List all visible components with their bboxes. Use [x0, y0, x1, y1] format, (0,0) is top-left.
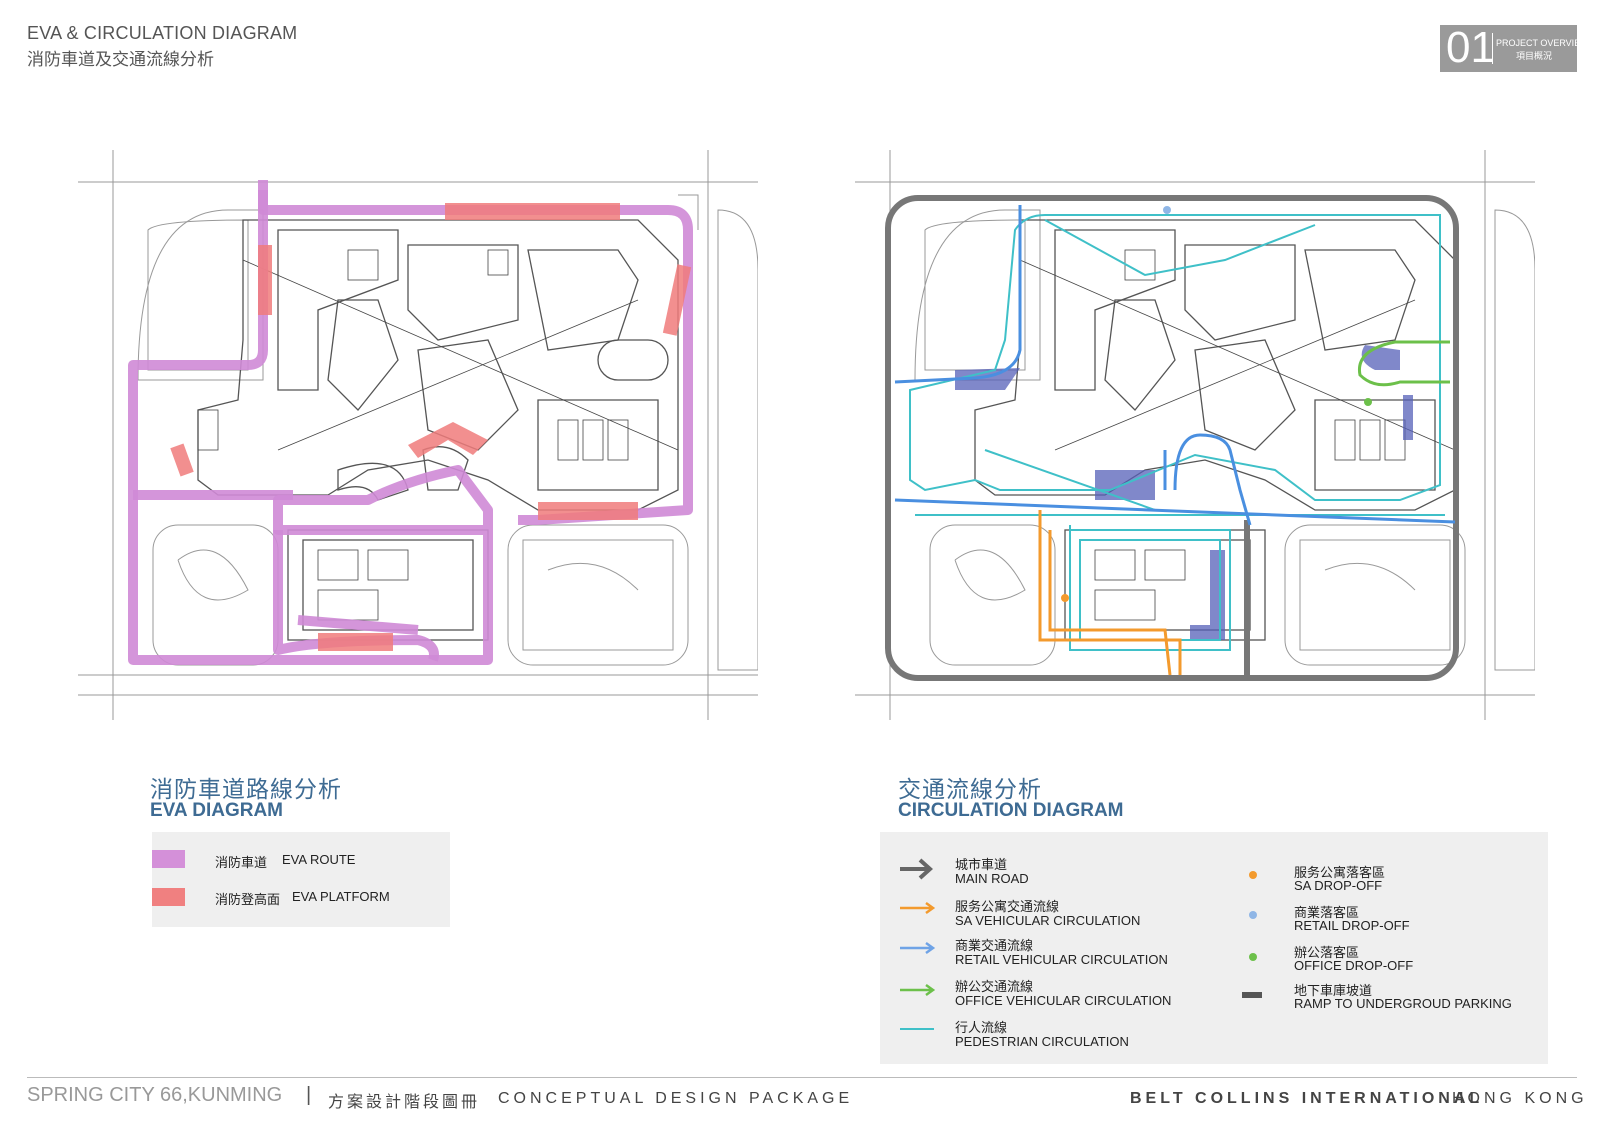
office-dropoff-label-en: OFFICE DROP-OFF	[1294, 958, 1414, 973]
office-circulation-label-en: OFFICE VEHICULAR CIRCULATION	[955, 993, 1172, 1008]
office-circulation-label-cn: 辦公交通流線	[955, 979, 1034, 994]
main-road-label-en: MAIN ROAD	[955, 871, 1029, 886]
circulation-site-plan	[855, 150, 1535, 720]
retail-circulation-label-cn: 商業交通流線	[955, 938, 1034, 953]
circulation-legend: 城市車道 MAIN ROAD 服务公寓交通流線 SA VEHICULAR CIR…	[880, 832, 1548, 1064]
sa-circulation-arrow-icon	[900, 901, 936, 915]
eva-route-label-en: EVA ROUTE	[282, 852, 356, 867]
main-road-thick-arrow-icon	[900, 858, 933, 880]
section-badge: 01 PROJECT OVERVIEW 項目概況	[1440, 23, 1589, 72]
main-road-label-cn: 城市車道	[955, 857, 1008, 872]
retail-dropoff-label-en: RETAIL DROP-OFF	[1294, 918, 1410, 933]
pedestrian-label-en: PEDESTRIAN CIRCULATION	[955, 1034, 1129, 1049]
badge-label-en: PROJECT OVERVIEW	[1496, 38, 1589, 48]
footer-package-en: CONCEPTUAL DESIGN PACKAGE	[498, 1090, 854, 1107]
page-title: EVA & CIRCULATION DIAGRAM	[27, 23, 298, 43]
office-circulation-arrow-icon	[900, 983, 936, 997]
sa-dropoff-label-cn: 服务公寓落客區	[1294, 865, 1386, 880]
circulation-title-en: CIRCULATION DIAGRAM	[898, 800, 1124, 821]
eva-site-plan	[78, 150, 758, 720]
page-subtitle: 消防車道及交通流線分析	[27, 50, 214, 69]
badge-divider	[1492, 33, 1493, 64]
badge-label-cn: 項目概況	[1516, 51, 1553, 61]
sa-dropoff-dot-icon	[1249, 871, 1257, 879]
ramp-bar-icon	[1242, 992, 1262, 998]
footer-project-name: SPRING CITY 66,KUNMING	[27, 1084, 283, 1106]
sa-circulation-label-en: SA VEHICULAR CIRCULATION	[955, 913, 1141, 928]
footer-company: BELT COLLINS INTERNATIONAL	[1130, 1090, 1484, 1107]
retail-circulation-label-en: RETAIL VEHICULAR CIRCULATION	[955, 952, 1168, 967]
sa-dropoff-label-en: SA DROP-OFF	[1294, 878, 1383, 893]
footer-divider	[27, 1077, 1577, 1078]
eva-route-label-cn: 消防車道	[215, 855, 268, 870]
retail-circulation-arrow-icon	[900, 941, 936, 955]
office-dropoff-dot-icon	[1249, 953, 1257, 961]
eva-legend: 消防車道 EVA ROUTE 消防登高面 EVA PLATFORM	[152, 832, 450, 927]
circulation-title-cn: 交通流線分析	[898, 776, 1042, 802]
footer-separator: |	[306, 1084, 312, 1106]
ramp-label-en: RAMP TO UNDERGROUD PARKING	[1294, 996, 1512, 1011]
sa-circulation-label-cn: 服务公寓交通流線	[955, 899, 1060, 914]
eva-platform-swatch	[152, 888, 185, 906]
eva-title-cn: 消防車道路線分析	[150, 776, 342, 802]
eva-title-en: EVA DIAGRAM	[150, 800, 283, 821]
retail-dropoff-label-cn: 商業落客區	[1294, 905, 1360, 920]
eva-platform-label-en: EVA PLATFORM	[292, 889, 390, 904]
pedestrian-label-cn: 行人流線	[955, 1020, 1008, 1035]
eva-route-swatch	[152, 850, 185, 868]
ramp-label-cn: 地下車庫坡道	[1294, 983, 1373, 998]
footer-city: HONG KONG	[1452, 1090, 1588, 1107]
eva-platform-label-cn: 消防登高面	[215, 892, 281, 907]
badge-number: 01	[1446, 23, 1495, 72]
pedestrian-line-icon	[900, 1028, 934, 1030]
footer-package-cn: 方案設計階段圖冊	[328, 1094, 481, 1111]
retail-dropoff-dot-icon	[1249, 911, 1257, 919]
office-dropoff-label-cn: 辦公落客區	[1294, 945, 1360, 960]
